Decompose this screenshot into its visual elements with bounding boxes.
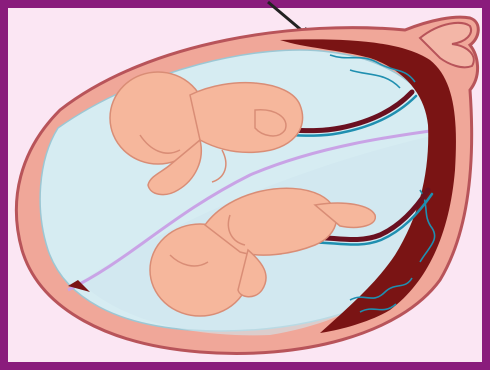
twin-pregnancy-diagram	[0, 0, 490, 370]
